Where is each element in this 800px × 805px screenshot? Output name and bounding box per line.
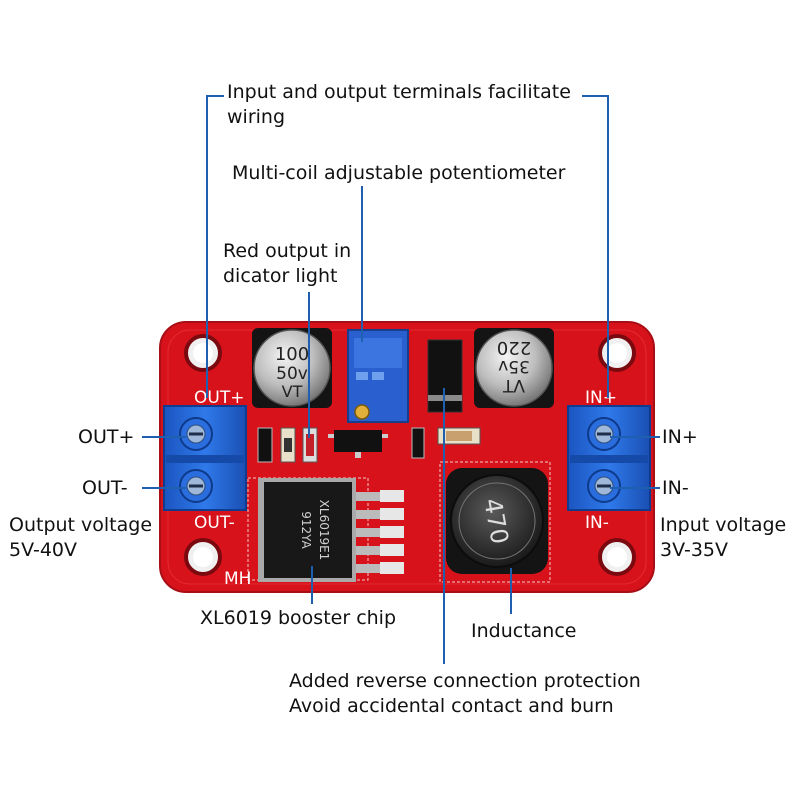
- capacitor-220uf: VT 35v 220: [474, 328, 554, 408]
- label-red-light-line1: Red output in: [223, 240, 352, 262]
- inductor: 470: [446, 468, 548, 574]
- label-red-light-line2: dicator light: [223, 265, 338, 287]
- leader-lines: [142, 95, 660, 664]
- label-inductance: Inductance: [471, 620, 577, 642]
- label-out-minus: OUT-: [82, 477, 128, 499]
- label-in-plus: IN+: [662, 426, 698, 448]
- label-terminals-line1: Input and output terminals facilitate: [227, 81, 571, 103]
- label-potentiometer: Multi-coil adjustable potentiometer: [232, 162, 566, 184]
- output-terminal-block: [163, 405, 247, 511]
- capacitor-100uf: 100 50v VT: [252, 328, 332, 408]
- svg-text:220: 220: [497, 337, 531, 358]
- label-output-voltage-line2: 5V-40V: [9, 539, 78, 561]
- label-input-voltage-line1: Input voltage: [660, 514, 787, 536]
- label-terminals-line2: wiring: [227, 106, 286, 128]
- svg-text:50v: 50v: [276, 364, 308, 384]
- label-reverse-line1: Added reverse connection protection: [289, 670, 641, 692]
- label-reverse-line2: Avoid accidental contact and burn: [289, 695, 614, 717]
- silk-out-minus: OUT-: [194, 513, 235, 533]
- potentiometer: [347, 329, 409, 423]
- silk-in-minus: IN-: [585, 513, 609, 533]
- silk-mh: MH: [224, 569, 251, 589]
- label-output-voltage-line1: Output voltage: [9, 514, 153, 536]
- label-chip: XL6019 booster chip: [200, 607, 397, 629]
- label-in-minus: IN-: [662, 477, 689, 499]
- smd-components: [257, 427, 481, 463]
- svg-text:VT: VT: [502, 375, 525, 395]
- svg-text:100: 100: [275, 344, 309, 365]
- input-terminal-block: [567, 405, 651, 511]
- svg-text:35v: 35v: [498, 356, 530, 376]
- label-out-plus: OUT+: [78, 426, 135, 448]
- svg-text:VT: VT: [282, 382, 303, 401]
- svg-text:XL6019E1: XL6019E1: [317, 500, 331, 561]
- xl6019-chip: XL6019E1 912YA: [258, 478, 404, 582]
- label-input-voltage-line2: 3V-35V: [660, 539, 729, 561]
- svg-text:912YA: 912YA: [299, 511, 313, 549]
